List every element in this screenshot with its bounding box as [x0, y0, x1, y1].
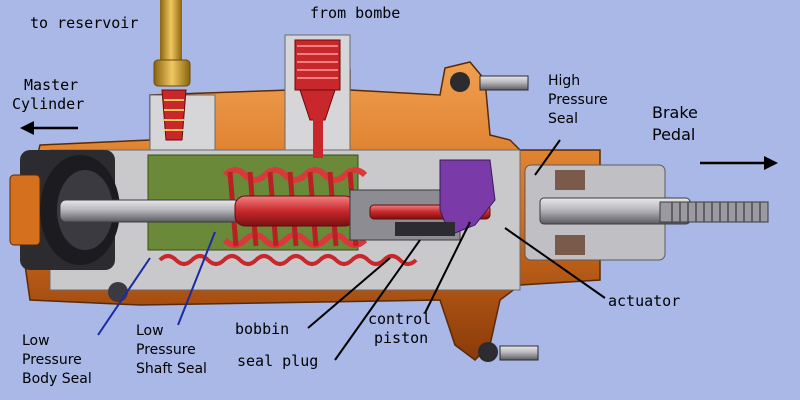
bobbin-spring — [158, 254, 418, 266]
rod-threads — [671, 202, 761, 222]
leader-control-piston — [424, 221, 471, 314]
label-to-reservoir: to reservoir — [30, 14, 139, 32]
label-low-pressure-body-seal-line1: Low — [22, 333, 50, 349]
label-high-pressure-seal-line2: Pressure — [548, 92, 608, 108]
label-master-cylinder: Master Cylinder — [12, 76, 84, 114]
label-brake-pedal-line1: Brake — [652, 103, 698, 122]
label-low-pressure-shaft-seal: Low Pressure Shaft Seal — [136, 322, 207, 379]
label-low-pressure-shaft-seal-line1: Low — [136, 323, 164, 339]
master-cylinder-end — [9, 150, 120, 270]
leader-lines — [307, 139, 606, 361]
leader-actuator — [504, 227, 606, 299]
leader-low-pressure-body-seal — [97, 257, 151, 336]
brake-pedal-arrow — [700, 156, 778, 170]
threaded-push-rod — [659, 201, 769, 223]
leader-low-pressure-shaft-seal — [177, 231, 216, 326]
lower-mounting-bolt — [478, 342, 539, 362]
label-brake-pedal: Brake Pedal — [652, 102, 698, 146]
label-low-pressure-body-seal-line3: Body Seal — [22, 371, 92, 387]
label-low-pressure-body-seal-line2: Pressure — [22, 352, 82, 368]
main-shaft — [59, 199, 241, 223]
leader-lines-blue — [97, 231, 216, 336]
label-high-pressure-seal: High Pressure Seal — [548, 72, 608, 129]
red-piston — [234, 195, 356, 227]
control-chamber-purple — [439, 159, 496, 236]
upper-mounting-bolt — [450, 72, 529, 92]
label-control-piston-line1: control — [368, 310, 432, 328]
master-cylinder-arrow — [20, 121, 78, 135]
label-seal-plug: seal plug — [237, 352, 319, 370]
label-high-pressure-seal-line1: High — [548, 73, 581, 89]
label-master-cylinder-line1: Master — [24, 76, 79, 94]
label-actuator: actuator — [608, 292, 681, 310]
label-low-pressure-shaft-seal-line3: Shaft Seal — [136, 361, 207, 377]
label-control-piston-line2: piston — [374, 329, 429, 347]
leader-high-pressure-seal — [534, 139, 561, 176]
label-high-pressure-seal-line3: Seal — [548, 111, 578, 127]
pedal-side-housing — [524, 164, 691, 261]
body-seal-bolt — [108, 282, 128, 302]
label-control-piston: control piston — [368, 310, 431, 348]
leader-bobbin — [307, 257, 391, 329]
seal-plug — [395, 222, 455, 236]
label-brake-pedal-line2: Pedal — [652, 125, 696, 144]
label-low-pressure-shaft-seal-line2: Pressure — [136, 342, 196, 358]
label-low-pressure-body-seal: Low Pressure Body Seal — [22, 332, 92, 389]
label-master-cylinder-line2: Cylinder — [12, 95, 85, 113]
bombe-fitting — [294, 39, 341, 158]
leader-seal-plug — [334, 239, 421, 361]
label-bobbin: bobbin — [235, 320, 290, 338]
label-from-bombe: from bombe — [310, 4, 401, 22]
reservoir-fitting — [153, 0, 191, 141]
